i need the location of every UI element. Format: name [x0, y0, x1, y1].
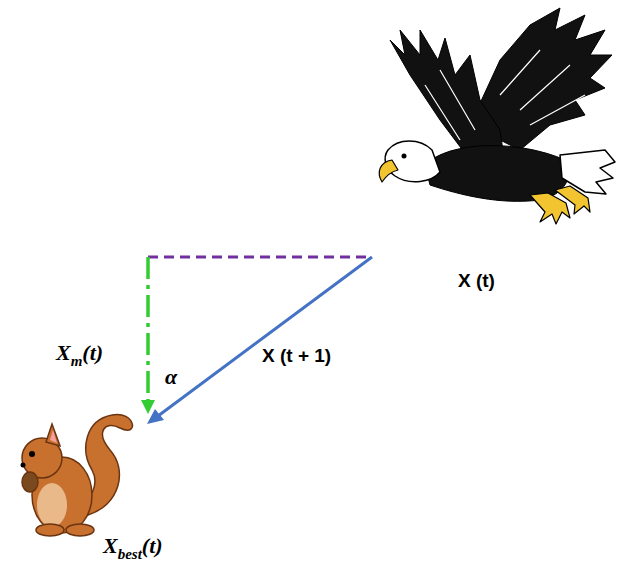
- blue-arrowhead: [147, 409, 164, 424]
- subscript-text: best: [118, 546, 142, 562]
- math-label: X: [56, 340, 71, 365]
- eagle: [379, 8, 615, 224]
- math-label: X: [103, 533, 118, 558]
- math-label: (t): [142, 533, 163, 558]
- math-label: α: [165, 364, 177, 389]
- subscript-text: m: [71, 353, 83, 369]
- math-label: X (t + 1): [262, 345, 331, 366]
- squirrel: [21, 414, 133, 536]
- math-label: X (t): [458, 270, 495, 291]
- move-line: [158, 257, 372, 416]
- horizontal-dash: [148, 256, 372, 259]
- vertical-dash-dot: [146, 257, 150, 402]
- green-arrowhead: [141, 400, 155, 414]
- label-group: X (t + 1): [262, 345, 331, 367]
- label-group: α: [165, 364, 177, 390]
- label-group: X (t): [458, 270, 495, 292]
- math-label: (t): [82, 340, 103, 365]
- label-group: Xm(t): [56, 340, 103, 370]
- label-group: Xbest(t): [103, 533, 163, 563]
